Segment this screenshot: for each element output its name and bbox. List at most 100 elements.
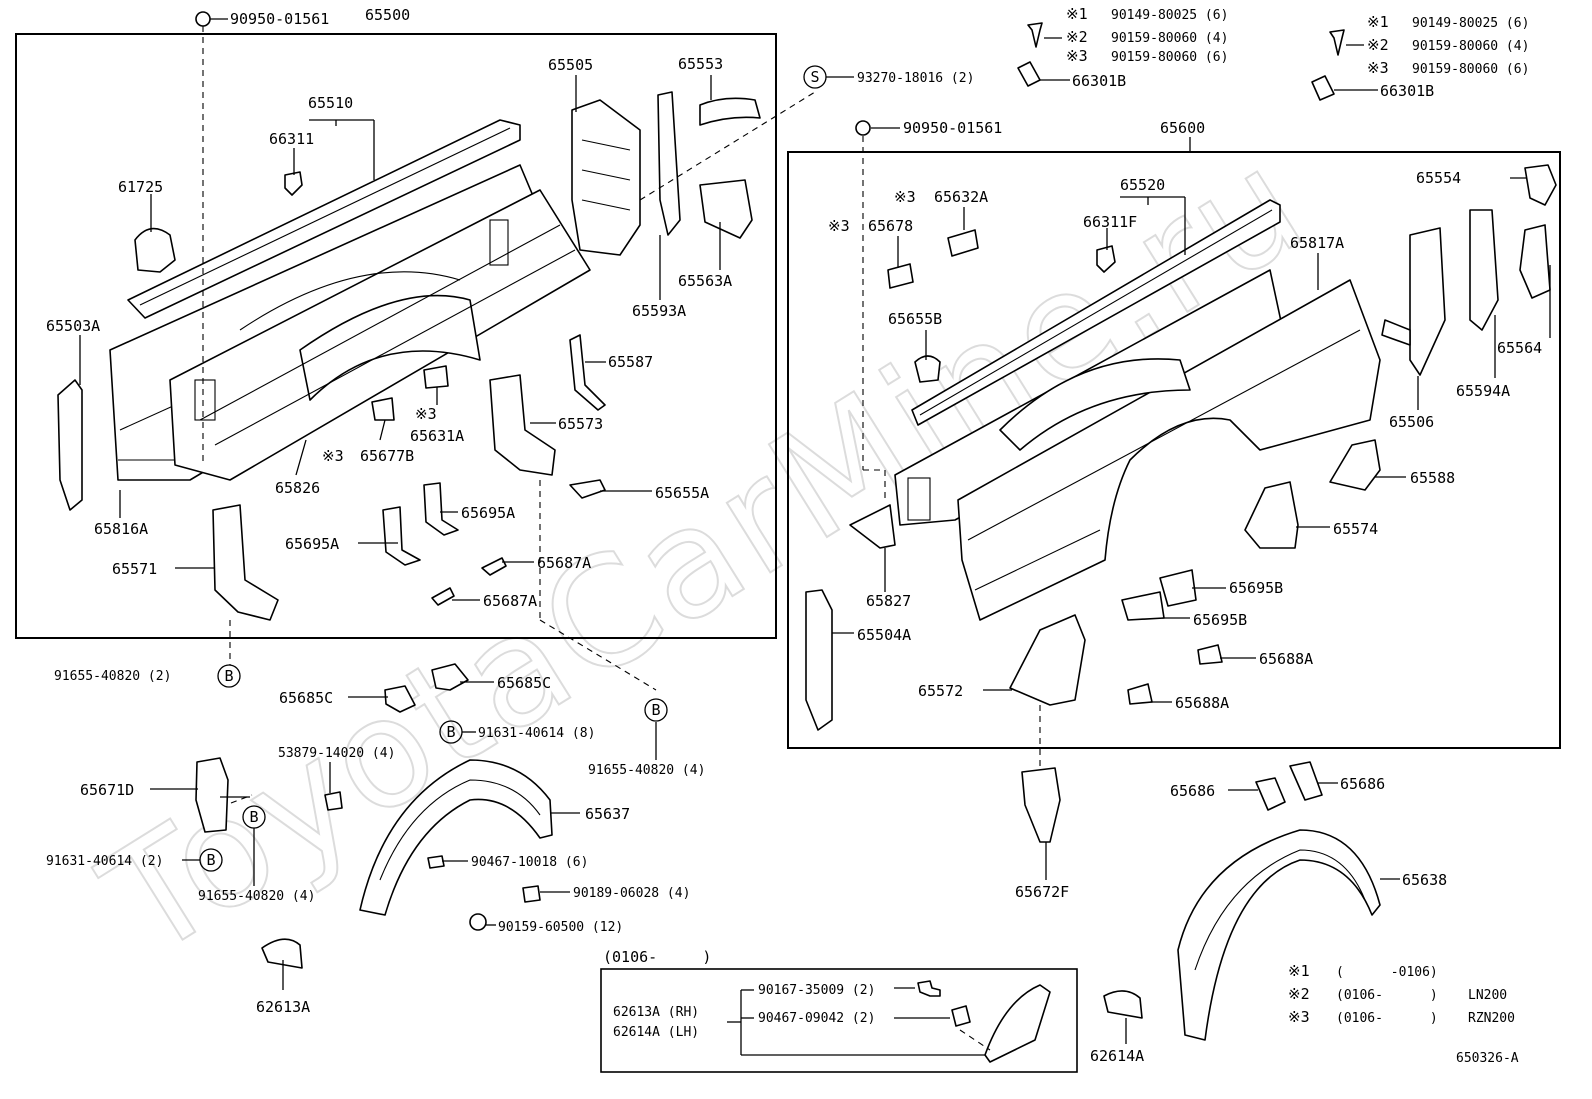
part-65695A-b-shape: [423, 482, 459, 536]
left-bed-frame: [15, 33, 777, 639]
label-65631A: 65631A: [410, 427, 464, 445]
label-65574: 65574: [1333, 520, 1378, 538]
part-65655B-shape: [914, 355, 941, 383]
part-65506-shape: [1409, 227, 1446, 376]
part-90159-60500-shape: [469, 913, 487, 931]
left-bed-panel: [109, 119, 591, 481]
part-65695A-a-shape: [382, 506, 421, 566]
label-91655-40820-4b: 91655-40820 (4): [198, 889, 315, 904]
fastener-table-2: ※1 90149-80025 (6) ※2 90159-80060 (4) ※3…: [1367, 13, 1529, 77]
mudguard-header: (0106- ): [603, 948, 711, 966]
label-k3-65631A: ※3: [415, 405, 437, 423]
label-65686-1: 65686: [1170, 782, 1215, 800]
mudguard-clip: 90467-09042 (2): [758, 1011, 875, 1026]
label-65685C-1: 65685C: [279, 689, 333, 707]
part-65504A-shape: [805, 589, 833, 731]
part-65588-shape: [1329, 439, 1381, 491]
label-90159-60500: 90159-60500 (12): [498, 920, 623, 935]
part-65655A-shape: [569, 479, 606, 499]
part-65678-shape: [887, 263, 914, 289]
part-65671D-shape: [195, 757, 229, 833]
label-65554: 65554: [1416, 169, 1461, 187]
marker-b-2: B: [439, 720, 463, 744]
part-65563A-shape: [699, 179, 753, 239]
label-62613A: 62613A: [256, 998, 310, 1016]
part-65587-shape: [569, 334, 606, 411]
marker-b-5: B: [199, 848, 223, 872]
legend-model-3: RZN200: [1468, 1011, 1515, 1026]
label-65685C-2: 65685C: [497, 674, 551, 692]
label-65816A: 65816A: [94, 520, 148, 538]
label-k3-65632A: ※3: [894, 188, 916, 206]
label-91655-40820-2: 91655-40820 (2): [54, 669, 171, 684]
label-62614A: 62614A: [1090, 1047, 1144, 1065]
label-65504A: 65504A: [857, 626, 911, 644]
legend-mark-2: ※2: [1288, 985, 1310, 1003]
label-66311: 66311: [269, 130, 314, 148]
legend-mark-3: ※3: [1288, 1008, 1310, 1026]
fastener-2-mark-2: ※2: [1367, 36, 1389, 54]
legend-range-2: (0106- ): [1336, 988, 1438, 1003]
legend-range-3: (0106- ): [1336, 1011, 1438, 1026]
part-65573-shape: [489, 374, 556, 476]
marker-b-4: B: [242, 805, 266, 829]
part-65638-shape: [1177, 829, 1381, 1041]
label-90189-06028: 90189-06028 (4): [573, 886, 690, 901]
label-53879-14020: 53879-14020 (4): [278, 746, 395, 761]
part-66301B-b-shape: [1311, 75, 1335, 101]
part-65687A-a-shape: [481, 557, 507, 576]
fastener-1-mark-1: ※1: [1066, 5, 1088, 23]
label-65817A: 65817A: [1290, 234, 1344, 252]
svg-text:B: B: [651, 701, 660, 719]
label-66301B-2: 66301B: [1380, 82, 1434, 100]
label-65588: 65588: [1410, 469, 1455, 487]
label-65587: 65587: [608, 353, 653, 371]
label-65671D: 65671D: [80, 781, 134, 799]
label-65687A-2: 65687A: [483, 592, 537, 610]
label-65553: 65553: [678, 55, 723, 73]
leader-lines: [79, 18, 1551, 1056]
part-62614A-shape: [1103, 990, 1143, 1019]
fastener-2-part-3: 90159-80060 (6): [1412, 62, 1529, 77]
mudguard-lh: 62614A (LH): [613, 1025, 699, 1040]
fastener-1-part-2: 90159-80060 (4): [1111, 31, 1228, 46]
label-61725: 61725: [118, 178, 163, 196]
label-65506: 65506: [1389, 413, 1434, 431]
part-62613A-shape: [261, 938, 303, 969]
svg-text:B: B: [206, 851, 215, 869]
part-66311F-shape: [1096, 245, 1116, 273]
legend: ※1 ( -0106) ※2 (0106- ) LN200 ※3 (0106- …: [1288, 962, 1515, 1026]
label-65572: 65572: [918, 682, 963, 700]
label-65695B-1: 65695B: [1229, 579, 1283, 597]
label-65503A: 65503A: [46, 317, 100, 335]
label-k3-65678: ※3: [828, 217, 850, 235]
label-65695A-1: 65695A: [461, 504, 515, 522]
label-65695B-2: 65695B: [1193, 611, 1247, 629]
label-93270-18016: 93270-18016 (2): [857, 71, 974, 86]
label-65571: 65571: [112, 560, 157, 578]
part-90189-06028-shape: [522, 885, 541, 903]
part-65685C-a-shape: [384, 685, 416, 713]
fastener-2-mark-3: ※3: [1367, 59, 1389, 77]
part-65688A-a-shape: [1197, 644, 1223, 665]
part-65594A-shape: [1469, 209, 1499, 331]
part-65686-a-shape: [1255, 777, 1286, 811]
label-65678: 65678: [868, 217, 913, 235]
part-65574-shape: [1244, 481, 1299, 549]
mudguard-frame: [600, 968, 1078, 1073]
part-66311-shape: [284, 171, 303, 196]
label-91655-40820-4a: 91655-40820 (4): [588, 763, 705, 778]
part-61725-shape: [134, 227, 176, 273]
marker-b-1: B: [217, 664, 241, 688]
label-65505: 65505: [548, 56, 593, 74]
mudguard-screw: 90167-35009 (2): [758, 983, 875, 998]
marker-b-3: B: [644, 698, 668, 722]
label-k3-65677B: ※3: [322, 447, 344, 465]
label-65655A: 65655A: [655, 484, 709, 502]
label-65672F: 65672F: [1015, 883, 1069, 901]
fastener-1-mark-3: ※3: [1066, 47, 1088, 65]
fastener-1-mark-2: ※2: [1066, 28, 1088, 46]
fastener-1-part-1: 90149-80025 (6): [1111, 8, 1228, 23]
part-66301B-a-shape: [1017, 61, 1041, 87]
label-65686-2: 65686: [1340, 775, 1385, 793]
